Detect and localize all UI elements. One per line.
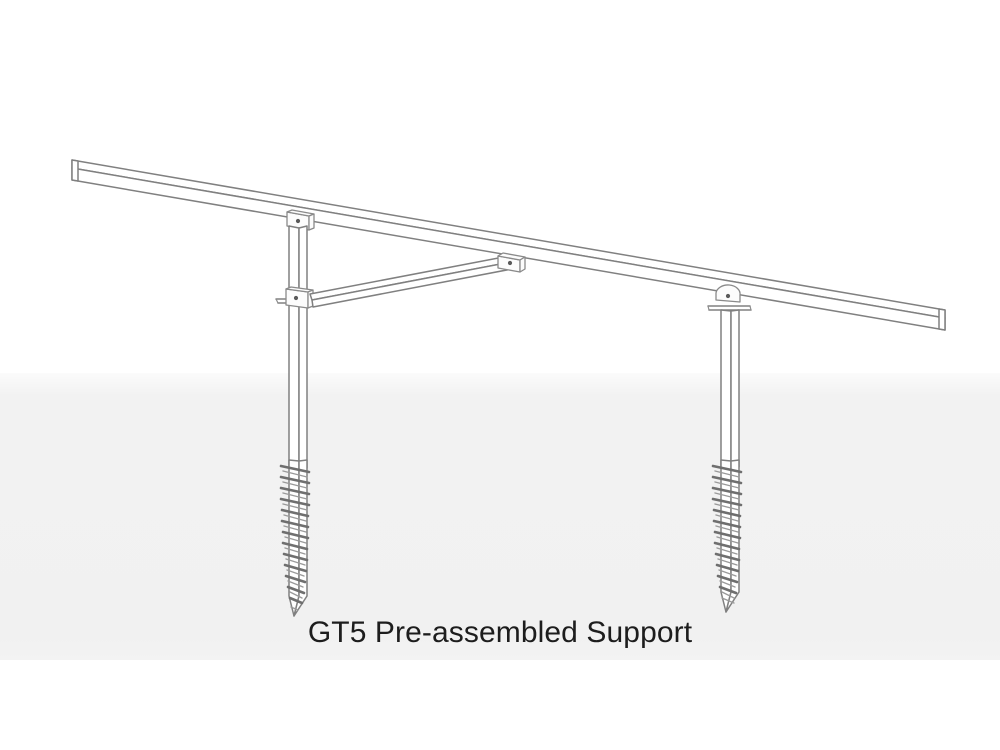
- left-ground-screw: [279, 459, 311, 617]
- right-top-bracket: [715, 284, 741, 303]
- right-flange-plate: [707, 305, 752, 311]
- diagonal-brace: [309, 255, 513, 308]
- brace-rail-bracket: [497, 252, 526, 273]
- left-post-shaft: [288, 225, 308, 471]
- right-post-shaft: [720, 309, 740, 469]
- left-screw-threads: [279, 464, 311, 611]
- left-post-assembly: [275, 209, 333, 617]
- purlin-rail: [71, 159, 946, 331]
- right-ground-screw: [711, 459, 743, 613]
- figure-caption: GT5 Pre-assembled Support: [307, 616, 693, 649]
- right-post-assembly: [707, 284, 752, 613]
- left-base-bracket: [275, 286, 333, 309]
- left-top-bracket: [286, 209, 315, 231]
- ground-band: [0, 373, 1000, 660]
- right-screw-threads: [711, 464, 743, 604]
